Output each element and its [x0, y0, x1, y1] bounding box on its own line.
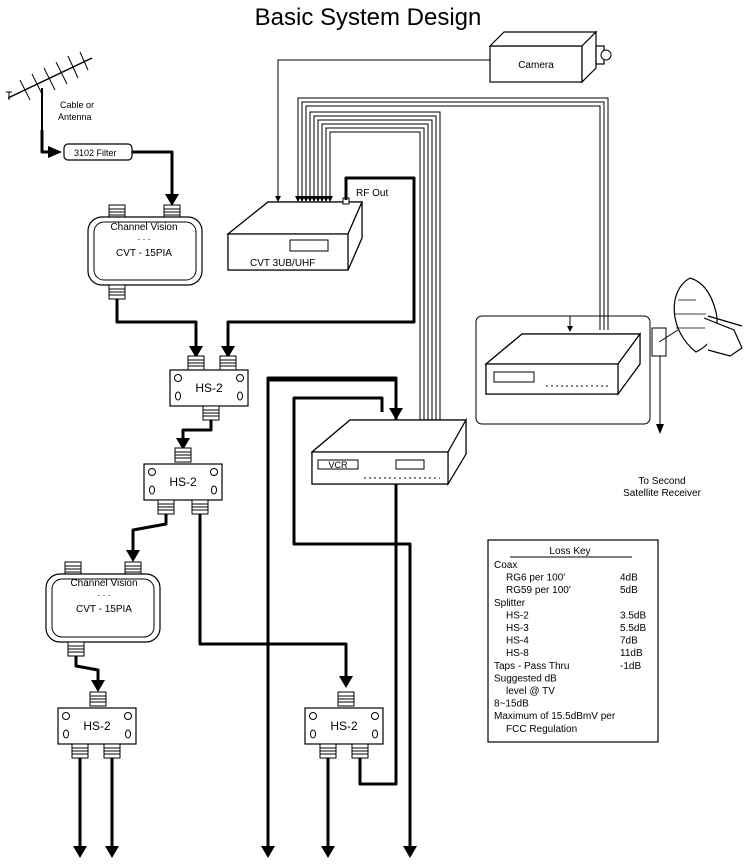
loss-key-row-label: HS-3	[506, 623, 529, 634]
amp2-brand: Channel Vision	[70, 578, 137, 589]
loss-key-row-label: Suggested dB	[494, 673, 557, 684]
filter-label: 3102 Filter	[74, 148, 117, 158]
satellite-note-line1: To Second	[638, 476, 685, 487]
splitter-3-label: HS-2	[83, 719, 111, 733]
splitter-4-label: HS-2	[330, 719, 358, 733]
modulator: CVT 3UB/UHF	[226, 197, 363, 271]
splitter-2-label: HS-2	[169, 475, 197, 489]
loss-key-row-label: Coax	[494, 560, 517, 571]
vcr-label: VCR	[328, 460, 348, 470]
antenna-label-line1: Cable or	[60, 100, 94, 110]
camera-label: Camera	[518, 60, 554, 71]
loss-key-row-label: RG59 per 100'	[506, 585, 571, 596]
loss-key-row-value: 5.5dB	[620, 623, 646, 634]
loss-key-row-label: Splitter	[494, 598, 526, 609]
loss-key-row-label: HS-4	[506, 636, 529, 647]
loss-key-row-value: 5dB	[620, 585, 638, 596]
amp1-model: CVT - 15PIA	[116, 248, 172, 259]
loss-key-row-value: 11dB	[620, 648, 643, 659]
splitter-4: HS-2	[304, 691, 384, 759]
loss-key-row-label: 8~15dB	[494, 699, 529, 710]
loss-key-row-label: RG6 per 100'	[506, 573, 565, 584]
amp1-dots: . . .	[138, 232, 151, 242]
loss-key-row-label: Maximum of 15.5dBmV per	[494, 711, 616, 722]
amplifier-1: Channel Vision . . . CVT - 15PIA	[87, 204, 203, 300]
loss-key-row-label: level @ TV	[506, 686, 555, 697]
vcr: VCR	[310, 417, 468, 487]
rf-out-label: RF Out	[356, 188, 388, 199]
diagram-title: Basic System Design	[255, 4, 482, 31]
satellite-dish-icon	[651, 277, 743, 357]
satellite-receiver	[484, 332, 642, 396]
satellite-note-line2: Satellite Receiver	[623, 488, 701, 499]
loss-key-row-value: 7dB	[620, 636, 638, 647]
loss-key-row-label: HS-8	[506, 648, 529, 659]
loss-key-row-label: HS-2	[506, 610, 529, 621]
modulator-label: CVT 3UB/UHF	[250, 258, 315, 269]
loss-key-title: Loss Key	[549, 546, 590, 557]
splitter-3: HS-2	[57, 691, 137, 759]
amplifier-2: Channel Vision . . . CVT - 15PIA	[45, 561, 161, 657]
loss-key-row-label: FCC Regulation	[506, 724, 577, 735]
loss-key-row-value: -1dB	[620, 661, 641, 672]
splitter-1-label: HS-2	[195, 381, 223, 395]
antenna-label-line2: Antenna	[58, 112, 92, 122]
loss-key-row-label: Taps - Pass Thru	[494, 661, 569, 672]
amp2-model: CVT - 15PIA	[76, 604, 132, 615]
camera: Camera	[488, 30, 612, 84]
loss-key-row-value: 4dB	[620, 573, 638, 584]
loss-key-row-value: 3.5dB	[620, 610, 646, 621]
splitter-1: HS-2	[169, 355, 249, 421]
amp2-dots: . . .	[98, 588, 111, 598]
splitter-2: HS-2	[143, 447, 223, 515]
amp1-brand: Channel Vision	[110, 222, 177, 233]
